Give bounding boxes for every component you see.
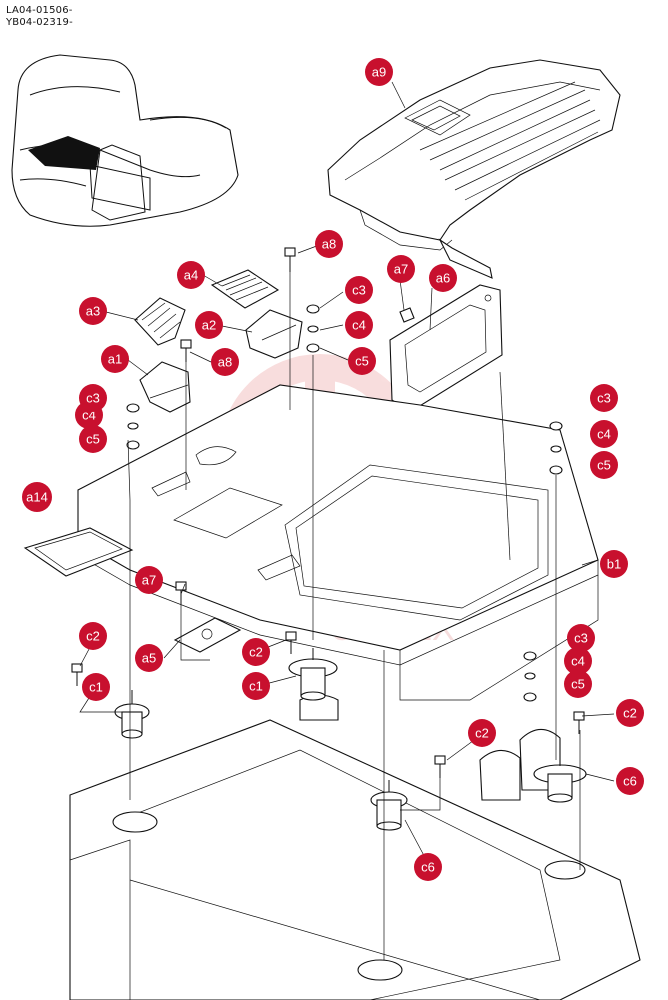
- mount-c6-center: [370, 780, 408, 831]
- svg-text:a7: a7: [142, 573, 156, 588]
- svg-text:a9: a9: [372, 65, 386, 80]
- svg-text:c4: c4: [352, 318, 366, 333]
- floor-plate: [77, 384, 599, 701]
- callout-c5-top: c5: [348, 347, 376, 375]
- callout-c3-left: c3: [79, 384, 107, 412]
- callout-a9: a9: [365, 58, 393, 86]
- svg-text:a2: a2: [202, 318, 216, 333]
- svg-text:c4: c4: [597, 427, 611, 442]
- svg-text:c3: c3: [352, 283, 366, 298]
- svg-text:c6: c6: [623, 774, 637, 789]
- callout-c2-right: c2: [616, 699, 644, 727]
- svg-text:a4: a4: [184, 268, 198, 283]
- callout-c4-low: c4: [564, 647, 592, 675]
- svg-text:c5: c5: [597, 458, 611, 473]
- svg-text:c1: c1: [89, 680, 103, 695]
- svg-text:c3: c3: [597, 391, 611, 406]
- svg-text:a7: a7: [394, 262, 408, 277]
- callout-a7-low: a7: [135, 566, 163, 594]
- svg-text:b1: b1: [607, 557, 621, 572]
- svg-text:a14: a14: [26, 490, 48, 505]
- pedal-a4: [210, 269, 280, 309]
- svg-text:a1: a1: [108, 352, 122, 367]
- svg-text:a5: a5: [142, 651, 156, 666]
- callout-a4: a4: [177, 261, 205, 289]
- pedal-a1: [139, 361, 191, 413]
- pedal-a2: [245, 309, 303, 359]
- bracket-a5: [173, 617, 242, 653]
- callout-a8-top: a8: [315, 230, 343, 258]
- mount-c1-mid: [288, 648, 338, 701]
- header-code-1: LA04-01506-: [6, 5, 73, 16]
- svg-text:c5: c5: [355, 354, 369, 369]
- callout-c6-right: c6: [616, 767, 644, 795]
- header-code-2: YB04-02319-: [6, 17, 73, 28]
- callout-c3-top: c3: [345, 276, 373, 304]
- callout-a6: a6: [429, 264, 457, 292]
- svg-text:a3: a3: [86, 304, 100, 319]
- machine-frame: [69, 694, 641, 1000]
- svg-text:c2: c2: [86, 629, 100, 644]
- callout-a2: a2: [195, 311, 223, 339]
- svg-text:c2: c2: [475, 726, 489, 741]
- callout-a3: a3: [79, 297, 107, 325]
- callout-c5-left: c5: [79, 425, 107, 453]
- svg-text:c6: c6: [421, 860, 435, 875]
- callout-c5-low: c5: [564, 670, 592, 698]
- mount-c1-left: [114, 690, 150, 739]
- svg-text:c2: c2: [249, 645, 263, 660]
- callout-a8-mid: a8: [211, 348, 239, 376]
- svg-text:c2: c2: [623, 706, 637, 721]
- bolts-washers: [71, 247, 585, 778]
- callout-c3-right: c3: [590, 384, 618, 412]
- svg-text:a8: a8: [322, 237, 336, 252]
- callout-c4-top: c4: [345, 311, 373, 339]
- callout-c3-low: c3: [567, 624, 595, 652]
- floor-cover-part: [327, 59, 621, 279]
- callout-c1-left: c1: [82, 673, 110, 701]
- callout-c2-left: c2: [79, 622, 107, 650]
- machine-thumbnail: [11, 54, 239, 227]
- svg-text:c3: c3: [86, 391, 100, 406]
- callout-c4-right: c4: [590, 420, 618, 448]
- callout-c2-mid: c2: [242, 638, 270, 666]
- mount-c6-right: [533, 754, 587, 803]
- svg-text:a6: a6: [436, 271, 450, 286]
- callout-c6-center: c6: [414, 853, 442, 881]
- callout-b1: b1: [600, 550, 628, 578]
- svg-text:a8: a8: [218, 355, 232, 370]
- callout-c5-right: c5: [590, 451, 618, 479]
- pedal-a3: [134, 297, 186, 346]
- cover-plate-a14: [23, 527, 134, 577]
- callout-a14: a14: [22, 482, 52, 512]
- svg-text:c4: c4: [571, 654, 585, 669]
- svg-text:c3: c3: [574, 631, 588, 646]
- callout-c2-center: c2: [468, 719, 496, 747]
- svg-text:c1: c1: [249, 679, 263, 694]
- svg-text:c5: c5: [86, 432, 100, 447]
- svg-text:c5: c5: [571, 677, 585, 692]
- callout-a1: a1: [101, 345, 129, 373]
- bracket-part: [389, 284, 503, 413]
- callout-a5: a5: [135, 644, 163, 672]
- callouts: a9 a8 a7 a6 a4 c3 c4 c5 a3 a2 a1 a8 c4 c…: [22, 58, 644, 881]
- callout-c1-mid: c1: [242, 672, 270, 700]
- callout-a7-top: a7: [387, 255, 415, 283]
